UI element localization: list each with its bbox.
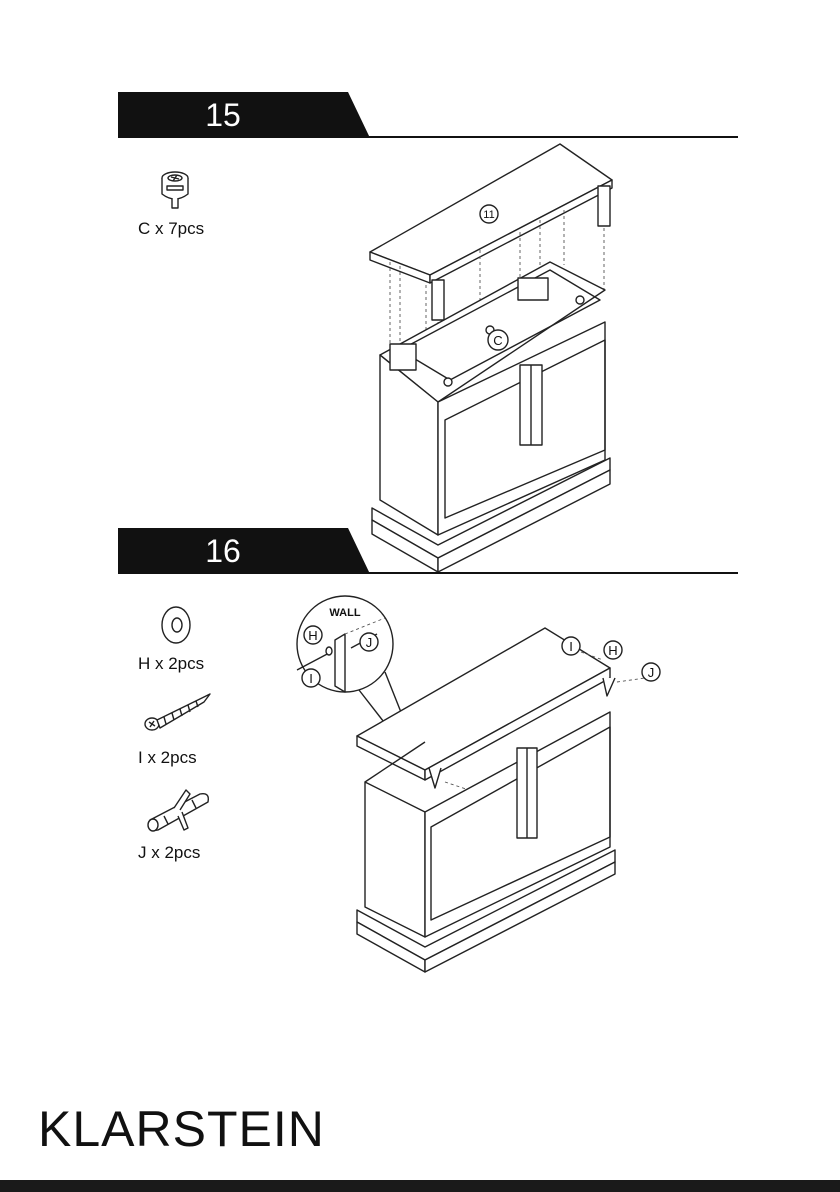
part-j-label: J x 2pcs: [138, 843, 200, 863]
screw-icon: [142, 690, 216, 734]
cam-lock-icon: [150, 164, 200, 214]
step-16-header: 16: [118, 528, 738, 574]
step-16-number: 16: [118, 528, 328, 574]
wall-label: WALL: [329, 607, 360, 619]
screw-letter: I: [569, 639, 573, 654]
panel-11-number: 11: [483, 209, 494, 221]
step-16-rule: [358, 572, 738, 574]
footer-bar: [0, 1180, 840, 1192]
part-h-label: H x 2pcs: [138, 654, 204, 674]
part-i-label: I x 2pcs: [138, 748, 197, 768]
part-c-letter: C: [493, 333, 502, 348]
part-c-label: C x 7pcs: [138, 219, 204, 239]
washer-letter-detail: H: [308, 628, 317, 643]
step-15-rule: [358, 136, 738, 138]
brand-logo: KLARSTEIN: [38, 1100, 325, 1158]
plug-letter: J: [648, 665, 655, 680]
washer-icon: [158, 604, 194, 646]
washer-letter: H: [608, 643, 617, 658]
step-15-number: 15: [118, 92, 328, 138]
plug-letter-detail: J: [366, 635, 373, 650]
screw-letter-detail: I: [309, 671, 313, 686]
step-15-header: 15: [118, 92, 738, 138]
step-16-assembly-drawing: WALL H J I I H J: [285, 592, 675, 982]
wall-plug-icon: [144, 786, 216, 838]
step-15-assembly-drawing: 11 C: [360, 140, 630, 575]
